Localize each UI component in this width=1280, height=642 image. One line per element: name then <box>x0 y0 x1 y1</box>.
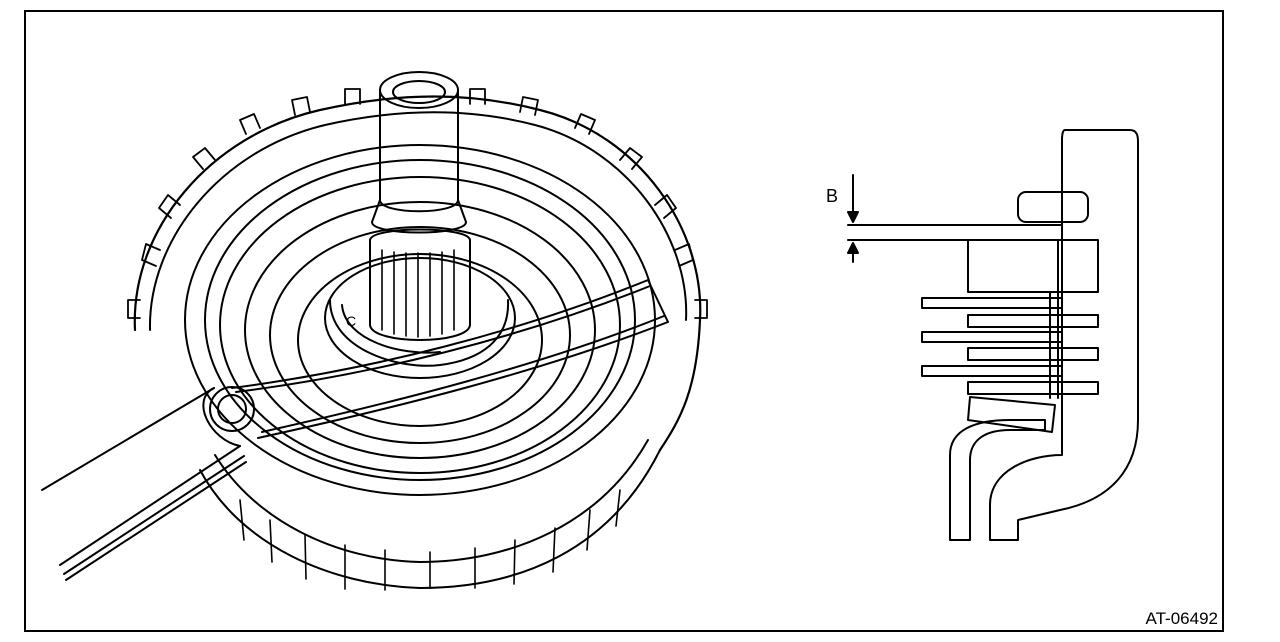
figure-frame <box>24 10 1224 632</box>
clutch-drum-assembly <box>127 71 708 591</box>
part-marker: C <box>346 313 356 329</box>
feeler-gauge <box>41 279 669 581</box>
clearance-cross-section <box>847 129 1139 541</box>
figure-id: AT-06492 <box>1145 609 1218 628</box>
dimension-label-b: B <box>826 186 839 206</box>
